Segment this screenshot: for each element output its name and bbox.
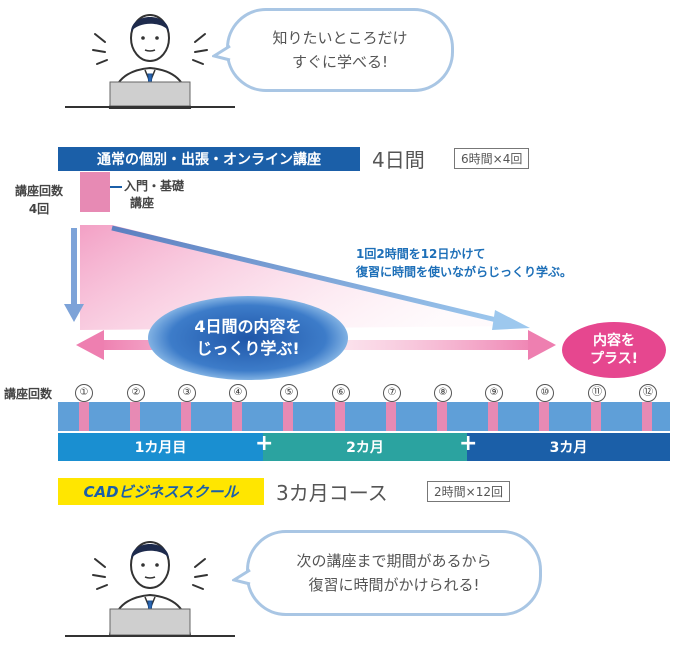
lesson-count-value: 4回 bbox=[28, 202, 50, 216]
plus-sign-1: + bbox=[255, 431, 274, 456]
study-note-line-2: 復習に時間を使いながらじっくり学ぶ。 bbox=[356, 265, 573, 279]
timeline-track bbox=[58, 402, 670, 431]
bubble-tail bbox=[232, 568, 251, 586]
session-number-10: ⑩ bbox=[536, 384, 554, 402]
month-1-segment: 1カ月目 bbox=[58, 433, 263, 461]
person-at-laptop-icon bbox=[65, 14, 235, 109]
bubble-line-2: すぐに学べる! bbox=[291, 53, 388, 71]
month-3-segment: 3カ月 bbox=[467, 433, 670, 461]
bubble-line-1: 知りたいところだけ bbox=[272, 29, 408, 47]
course-4day-detail: 6時間×4回 bbox=[454, 148, 530, 169]
ellipse-line-2: じっくり学ぶ! bbox=[196, 339, 300, 358]
session-tick bbox=[181, 402, 191, 431]
session-number-6: ⑥ bbox=[332, 384, 350, 402]
session-number-1: ① bbox=[75, 384, 93, 402]
month-2-label: 2カ月 bbox=[346, 440, 384, 456]
session-tick bbox=[539, 402, 549, 431]
plus-badge-line-1: 内容を bbox=[593, 333, 635, 349]
session-tick bbox=[437, 402, 447, 431]
arrow-icon bbox=[492, 310, 530, 330]
session-number-9: ⑨ bbox=[485, 384, 503, 402]
session-number-7: ⑦ bbox=[383, 384, 401, 402]
course-4day-title-bar: 通常の個別・出張・オンライン講座 bbox=[58, 147, 360, 171]
school-logo-bar: CADビジネススクール bbox=[58, 478, 264, 505]
surprise-lines-icon bbox=[92, 558, 208, 590]
surprise-lines-icon bbox=[92, 33, 208, 65]
basic-course-label-1: 入門・基礎 bbox=[124, 179, 185, 193]
person-at-laptop-icon bbox=[65, 541, 235, 637]
session-tick bbox=[591, 402, 601, 431]
study-slowly-ellipse: 4日間の内容を じっくり学ぶ! bbox=[148, 296, 348, 380]
course-4day-duration: 4日間 bbox=[372, 148, 425, 172]
session-tick bbox=[488, 402, 498, 431]
session-tick bbox=[386, 402, 396, 431]
ellipse-line-1: 4日間の内容を bbox=[194, 317, 302, 336]
course-3month-detail: 2時間×12回 bbox=[427, 481, 510, 502]
lesson-count-label: 講座回数 4回 bbox=[4, 182, 74, 218]
lesson-block bbox=[80, 172, 110, 212]
diagonal-arrow bbox=[111, 225, 506, 325]
course-3month-title: 3カ月コース bbox=[276, 481, 388, 505]
connector-line bbox=[110, 186, 122, 188]
study-note-line-1: 1回2時間を12日かけて bbox=[356, 247, 486, 261]
session-tick bbox=[232, 402, 242, 431]
month-3-label: 3カ月 bbox=[549, 440, 588, 456]
course-4day-title: 通常の個別・出張・オンライン講座 bbox=[97, 152, 321, 168]
session-number-5: ⑤ bbox=[280, 384, 298, 402]
session-number-11: ⑪ bbox=[588, 384, 606, 402]
session-tick bbox=[130, 402, 140, 431]
session-number-8: ⑧ bbox=[434, 384, 452, 402]
school-logo: CADビジネススクール bbox=[83, 483, 239, 501]
bubble-tail bbox=[212, 44, 231, 62]
session-number-2: ② bbox=[127, 384, 145, 402]
bottom-speech-bubble: 次の講座まで期間があるから 復習に時間がかけられる! bbox=[246, 530, 542, 616]
top-speech-bubble: 知りたいところだけ すぐに学べる! bbox=[226, 8, 454, 92]
month-2-segment: 2カ月 bbox=[263, 433, 467, 461]
lesson-count-label-text: 講座回数 bbox=[14, 184, 63, 198]
study-note: 1回2時間を12日かけて 復習に時間を使いながらじっくり学ぶ。 bbox=[356, 245, 572, 281]
plus-sign-2: + bbox=[459, 431, 478, 456]
session-tick bbox=[79, 402, 89, 431]
timeline-label: 講座回数 bbox=[4, 387, 53, 401]
session-tick bbox=[283, 402, 293, 431]
basic-course-label: 入門・基礎 講座 bbox=[124, 178, 184, 212]
session-number-12: ⑫ bbox=[639, 384, 657, 402]
bubble-line-2: 復習に時間がかけられる! bbox=[308, 576, 480, 594]
bubble-line-1: 次の講座まで期間があるから bbox=[296, 552, 492, 570]
session-tick bbox=[335, 402, 345, 431]
session-number-4: ④ bbox=[229, 384, 247, 402]
plus-badge-line-2: プラス! bbox=[589, 351, 639, 367]
session-number-3: ③ bbox=[178, 384, 196, 402]
month-1-label: 1カ月目 bbox=[134, 440, 187, 456]
session-tick bbox=[642, 402, 652, 431]
plus-content-badge: 内容を プラス! bbox=[562, 322, 666, 378]
basic-course-label-2: 講座 bbox=[130, 196, 155, 210]
